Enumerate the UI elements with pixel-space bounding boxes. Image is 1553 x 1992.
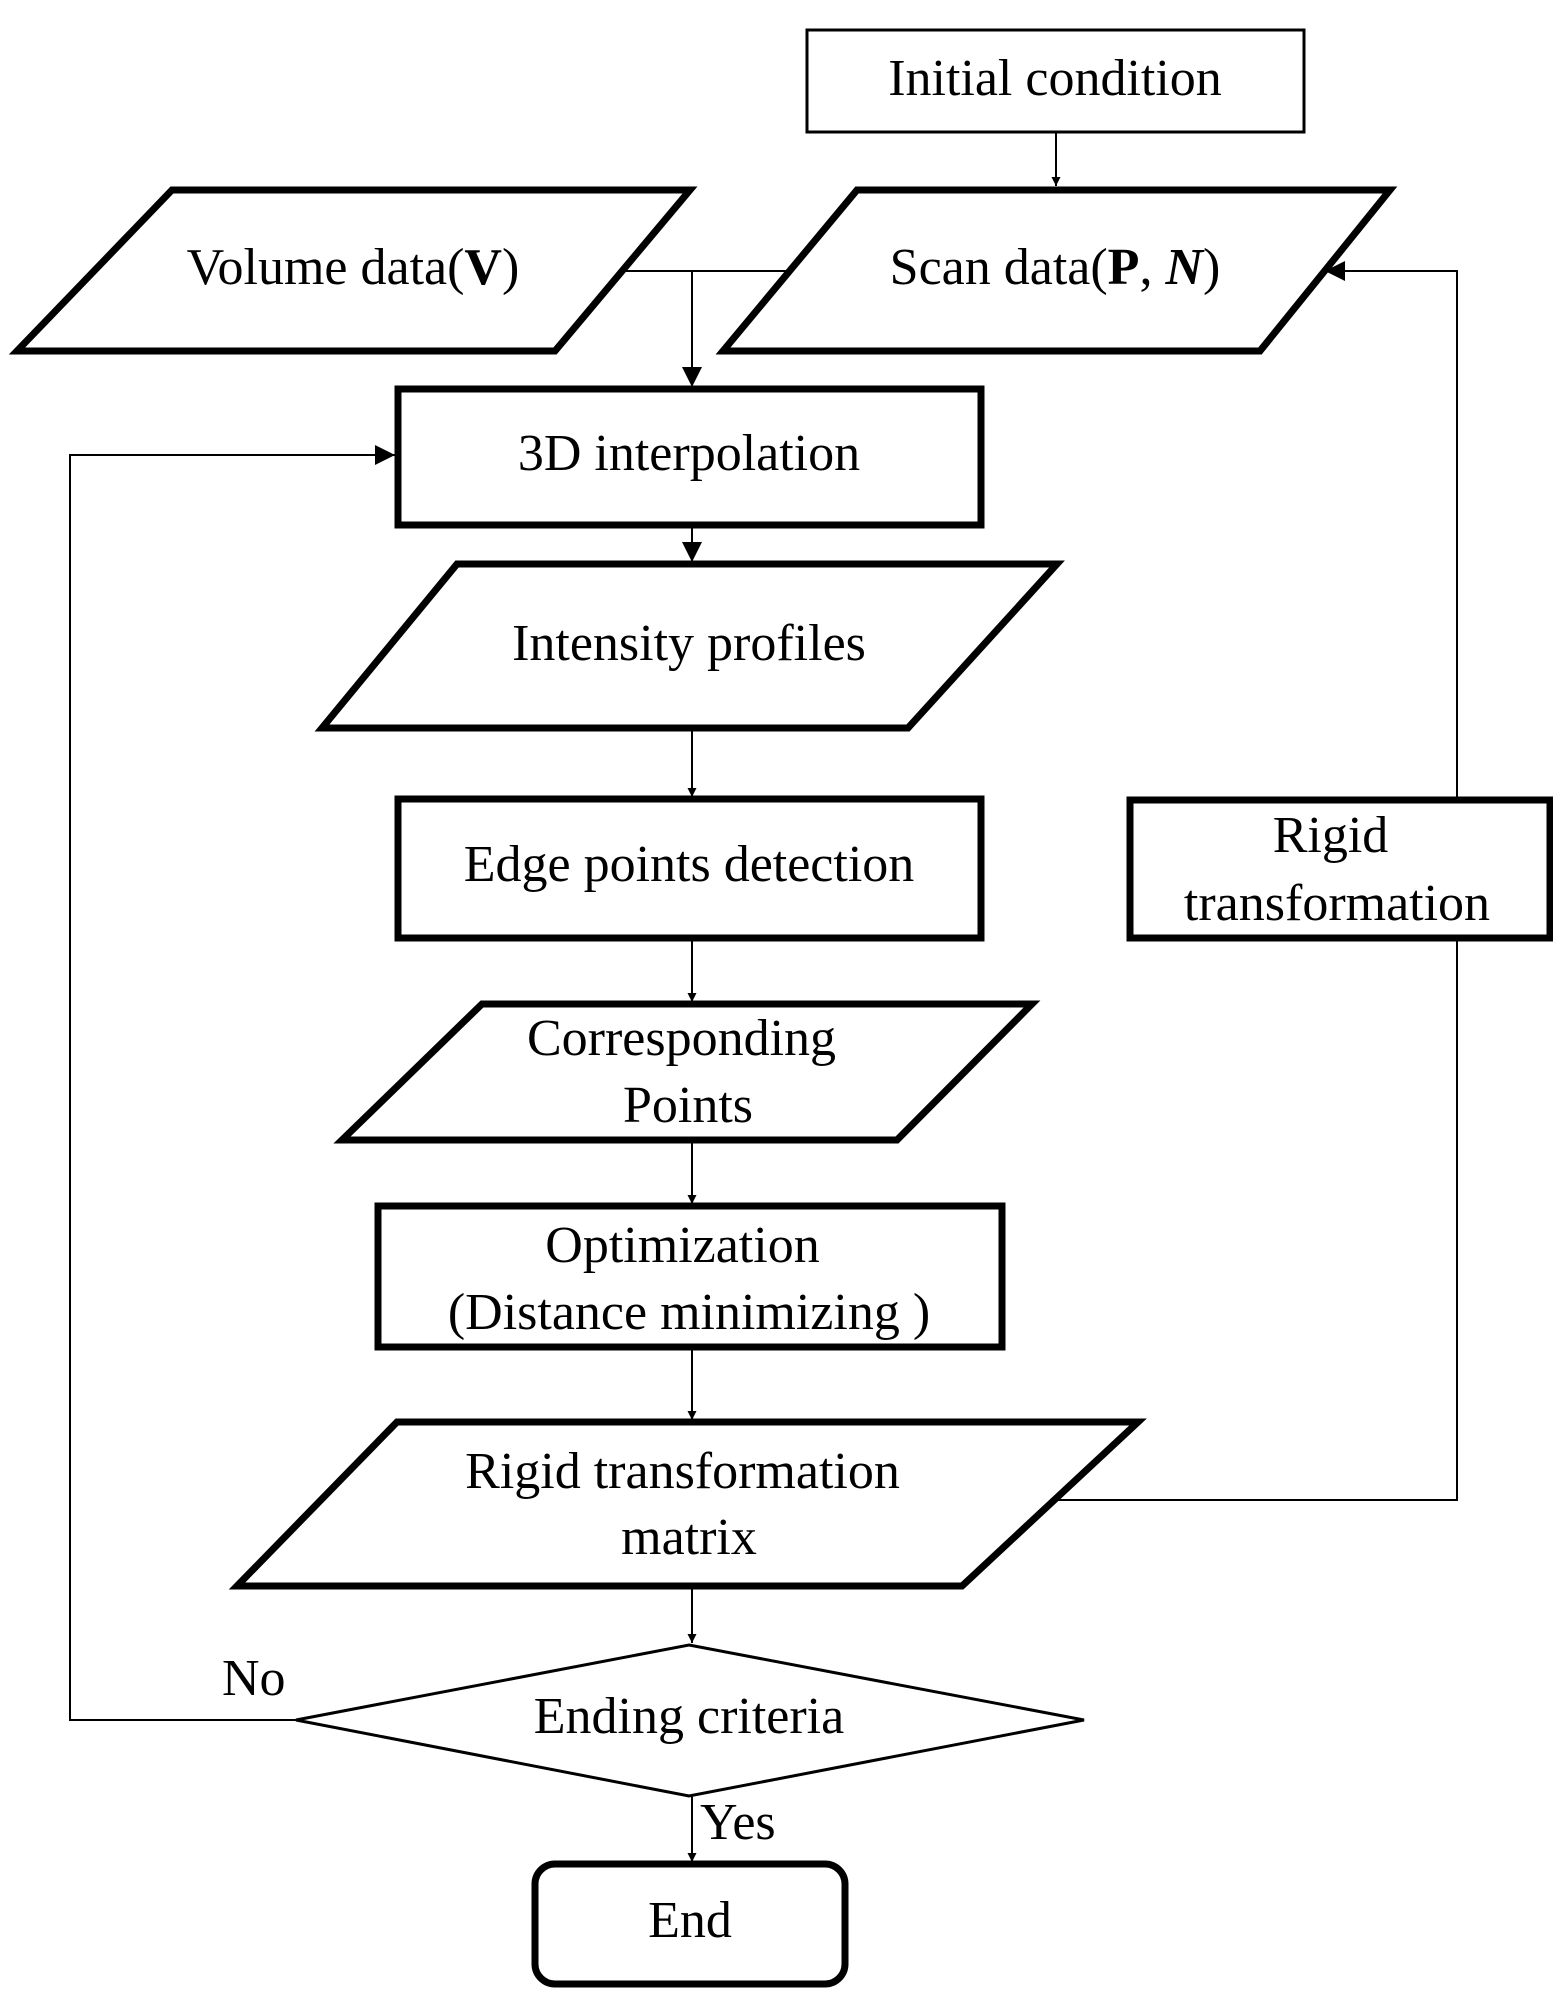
- initial-condition-node: Initial condition: [805, 28, 1306, 134]
- optimization-line1: Optimization: [545, 1217, 819, 1274]
- ending-criteria-node: Ending criteria: [295, 1643, 1085, 1798]
- volume-data-label: Volume data(V): [187, 239, 520, 296]
- transformation-matrix-node: Rigid transformation matrix: [228, 1418, 1147, 1590]
- interpolation-label: 3D interpolation: [518, 425, 860, 482]
- corresponding-line2: Points: [623, 1077, 753, 1134]
- intensity-profiles-node: Intensity profiles: [314, 560, 1065, 732]
- yes-label: Yes: [700, 1794, 776, 1851]
- edge-detection-label: Edge points detection: [464, 836, 915, 893]
- optimization-node: Optimization (Distance minimizing ): [374, 1202, 1006, 1351]
- transformation-matrix-label: Rigid transformation matrix: [465, 1443, 913, 1566]
- edge-detection-node: Edge points detection: [394, 795, 985, 942]
- loop-no-back-to-interp: [69, 445, 395, 1721]
- end-node: End: [531, 1860, 849, 1988]
- optimization-label: Optimization (Distance minimizing ): [448, 1217, 930, 1341]
- rigid-line2: transformation: [1184, 875, 1490, 932]
- corresponding-points-label: Corresponding Points: [527, 1010, 849, 1134]
- initial-condition-label: Initial condition: [888, 50, 1222, 107]
- rigid-line1: Rigid: [1273, 807, 1389, 864]
- matrix-line1: Rigid transformation: [465, 1443, 900, 1500]
- matrix-line2: matrix: [621, 1509, 757, 1566]
- scan-data-node: Scan data(P, N): [715, 186, 1398, 355]
- loop-matrix-to-rigid: [1058, 940, 1458, 1501]
- interpolation-node: 3D interpolation: [394, 385, 985, 529]
- corresponding-line1: Corresponding: [527, 1010, 836, 1067]
- intensity-profiles-label: Intensity profiles: [512, 615, 866, 672]
- optimization-line2: (Distance minimizing ): [448, 1284, 930, 1341]
- volume-data-node: Volume data(V): [8, 186, 698, 355]
- no-label: No: [222, 1650, 286, 1707]
- connectors: [69, 132, 1458, 1862]
- scan-data-label: Scan data(P, N): [890, 239, 1221, 296]
- rigid-transformation-label: Rigid transformation: [1184, 807, 1490, 932]
- loop-rigid-to-scan: [1325, 261, 1458, 798]
- end-label: End: [648, 1892, 732, 1949]
- ending-criteria-label: Ending criteria: [534, 1688, 844, 1745]
- corresponding-points-node: Corresponding Points: [333, 1000, 1041, 1144]
- rigid-transformation-node: Rigid transformation: [1126, 796, 1553, 942]
